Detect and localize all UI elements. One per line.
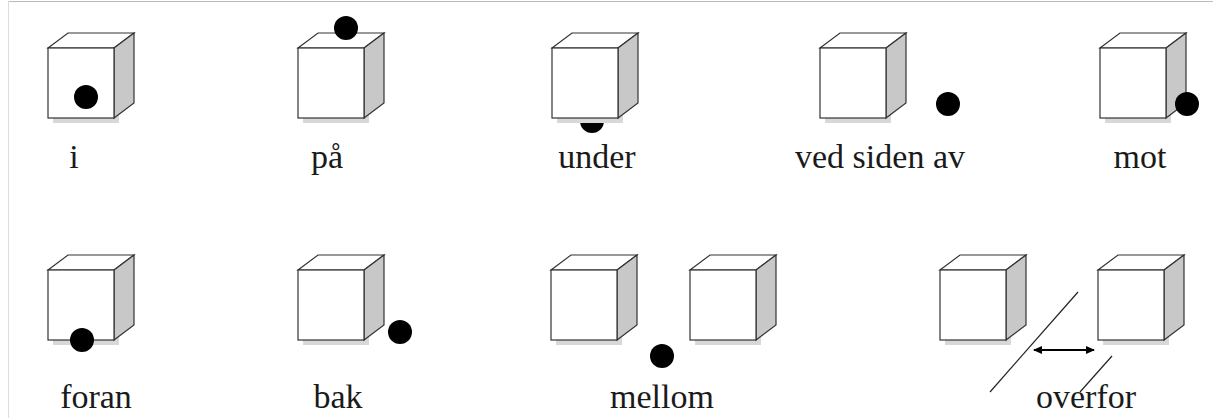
cube (690, 255, 776, 345)
cube (298, 33, 384, 123)
preposition-label: overfor (1036, 380, 1136, 414)
preposition-label: foran (60, 380, 132, 414)
cube (48, 33, 134, 123)
preposition-label: mellom (610, 380, 714, 414)
cube (48, 255, 134, 345)
preposition-label: bak (313, 380, 362, 414)
distance-arrow (1034, 349, 1094, 351)
cube (1098, 255, 1184, 345)
cube (552, 33, 638, 123)
dot (334, 16, 358, 40)
cube (298, 255, 384, 345)
dot (936, 92, 960, 116)
boundary-line (990, 292, 1078, 392)
dot (74, 85, 98, 109)
dot (388, 320, 412, 344)
preposition-label: på (311, 140, 343, 174)
dot (1175, 92, 1199, 116)
preposition-label: i (69, 140, 78, 174)
preposition-label: under (558, 140, 635, 174)
preposition-label: mot (1114, 140, 1167, 174)
dot (70, 328, 94, 352)
cube (940, 255, 1026, 345)
cube (820, 33, 906, 123)
frame-line (8, 1, 9, 418)
dot (650, 344, 674, 368)
cube (551, 255, 637, 345)
frame-line (8, 1, 1213, 2)
cube (1100, 33, 1186, 123)
preposition-label: ved siden av (795, 140, 965, 174)
